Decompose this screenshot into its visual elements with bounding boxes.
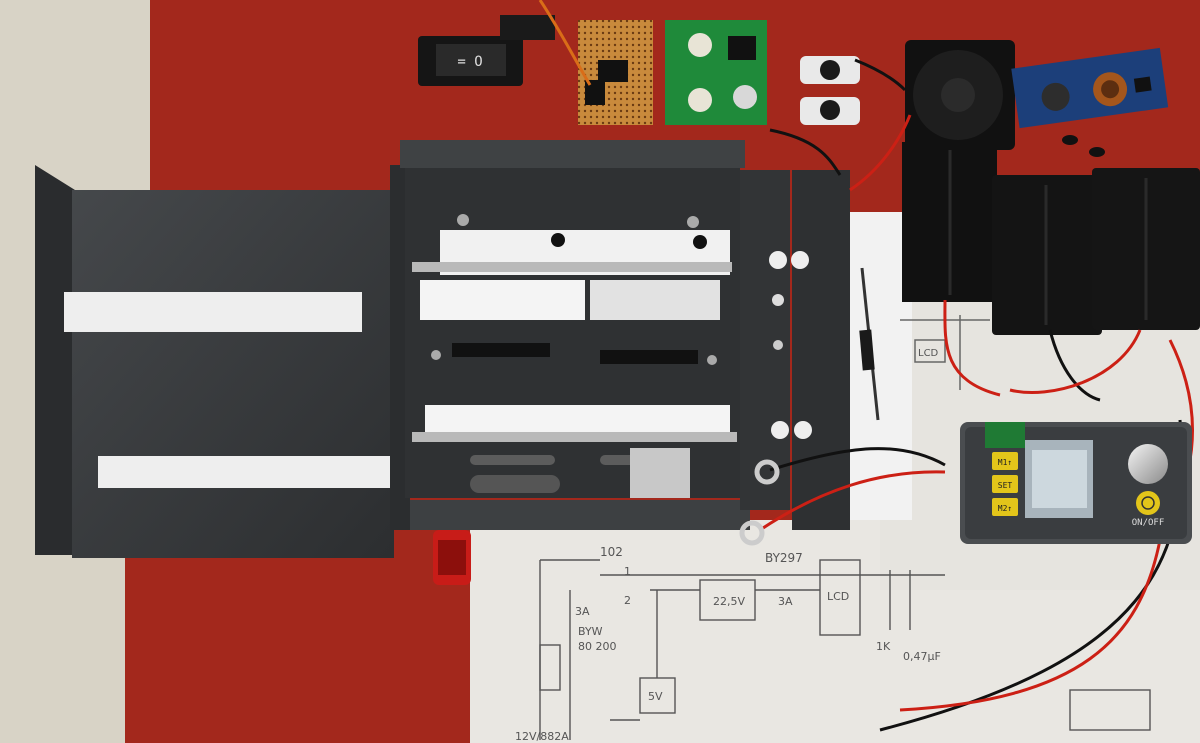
schematic-cap: 0,47µF xyxy=(903,650,941,663)
schematic-diode-name: BY297 xyxy=(765,551,803,565)
white-strip xyxy=(850,212,912,520)
enclosure-lid xyxy=(35,165,394,558)
schematic-zener-name: BYW xyxy=(578,625,603,638)
schematic-diode2-current: 3A xyxy=(778,595,793,608)
m1-button[interactable] xyxy=(992,452,1018,470)
schematic-label-2: 2 xyxy=(624,594,631,607)
schematic-label-102: 102 xyxy=(600,545,623,559)
enclosure-body xyxy=(390,140,750,530)
side-rails xyxy=(740,170,850,530)
battery-holders xyxy=(902,142,1200,335)
m1-label: M1↑ xyxy=(998,458,1012,467)
board-sketch-lcd: LCD xyxy=(918,348,939,359)
svg-text:= O: = O xyxy=(457,54,482,70)
push-buttons xyxy=(800,56,860,125)
dc-power-module: M1↑ SET M2↑ ON/OFF xyxy=(960,422,1192,544)
schematic-reg5v: 5V xyxy=(648,690,663,703)
schematic-resistor: 1K xyxy=(876,640,891,653)
schematic-lines xyxy=(539,559,1151,740)
power-button[interactable] xyxy=(1136,491,1160,515)
wires xyxy=(538,0,1194,732)
ring-terminal-2 xyxy=(739,520,765,546)
rocker-switch: = O xyxy=(418,36,523,86)
schematic-zener-current: 3A xyxy=(575,605,590,618)
schematic-zener-code: 80 200 xyxy=(578,640,617,653)
green-buck-module xyxy=(665,20,767,125)
power-label: ON/OFF xyxy=(1132,518,1165,528)
cooling-fan xyxy=(905,40,1015,150)
schematic-reg-voltage: 22,5V xyxy=(713,595,745,608)
set-label: SET xyxy=(998,481,1013,490)
perfboard xyxy=(500,15,653,125)
schematic-lcd-label: LCD xyxy=(827,590,849,603)
blue-boost-module xyxy=(1011,47,1169,129)
set-button[interactable] xyxy=(992,475,1018,493)
red-banana-jack xyxy=(433,530,471,585)
m2-button[interactable] xyxy=(992,498,1018,516)
schematic-battery-label: 12V/882A xyxy=(515,730,569,743)
adjust-knob[interactable] xyxy=(1128,444,1168,484)
m2-label: M2↑ xyxy=(998,504,1012,513)
ring-terminal-1 xyxy=(754,459,780,485)
schematic-label-1: 1 xyxy=(624,565,631,578)
